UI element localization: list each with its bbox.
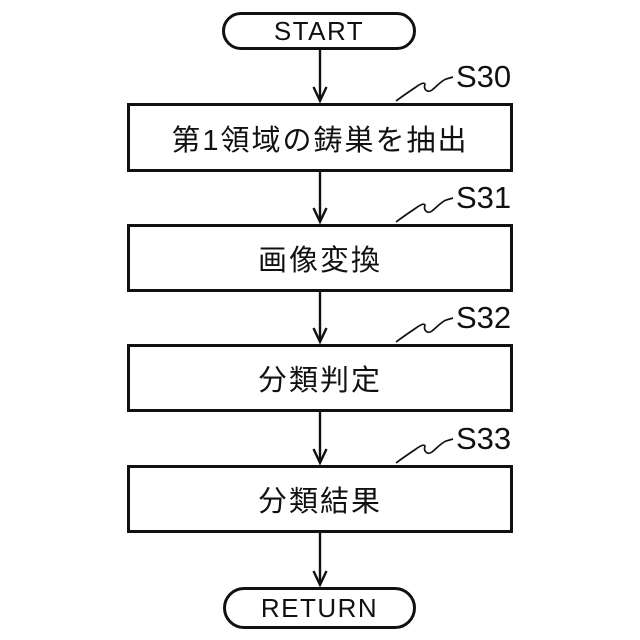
- return-terminal: RETURN: [223, 587, 416, 629]
- step-box-extract-casting-cavity: 第1領域の鋳巣を抽出: [127, 103, 513, 172]
- step-ref-s32: S32: [456, 300, 512, 335]
- leader-lines: [395, 76, 454, 464]
- step-box-classification-result: 分類結果: [127, 465, 513, 533]
- leader-line: [395, 317, 454, 343]
- step-box-classification-judgment: 分類判定: [127, 344, 513, 412]
- leader-line: [395, 76, 454, 102]
- leader-line: [395, 438, 454, 464]
- flow-arrow: [312, 412, 328, 466]
- step-ref-s31: S31: [456, 180, 512, 215]
- flow-arrow: [312, 49, 328, 104]
- flow-arrows: [312, 49, 328, 588]
- step-ref-s30: S30: [456, 59, 512, 94]
- flow-arrow: [312, 172, 328, 225]
- flow-arrow: [312, 292, 328, 345]
- leader-line: [395, 197, 454, 223]
- flow-arrow: [312, 533, 328, 588]
- start-terminal: START: [222, 12, 416, 50]
- step-ref-s33: S33: [456, 421, 512, 456]
- step-box-image-conversion: 画像変換: [127, 224, 513, 292]
